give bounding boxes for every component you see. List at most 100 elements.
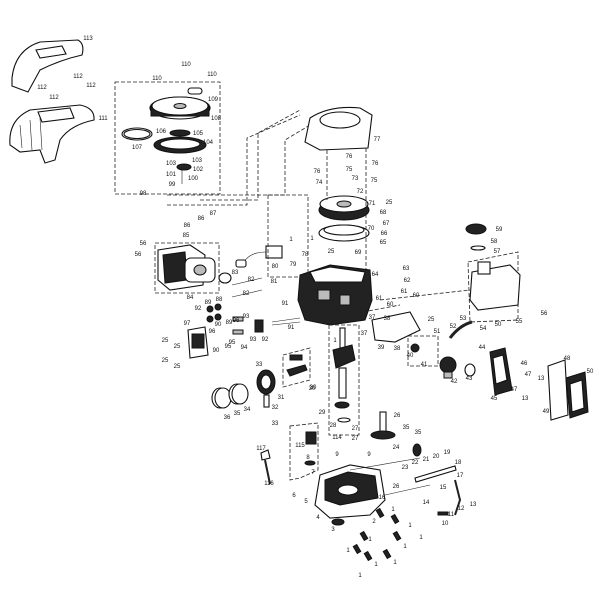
- part-label-55: 55: [516, 319, 523, 325]
- part-label-52: 52: [450, 324, 457, 330]
- part-label-14: 14: [423, 500, 430, 506]
- part-label-30: 30: [310, 385, 317, 391]
- part-label-15: 15: [440, 485, 447, 491]
- part-label-41: 41: [421, 362, 428, 368]
- part-label-19: 19: [444, 450, 451, 456]
- part-label-105: 105: [193, 131, 204, 137]
- governor-linkage: [349, 443, 462, 516]
- part-label-70: 70: [368, 226, 375, 232]
- part-label-7: 7: [311, 470, 315, 476]
- part-label-46: 46: [521, 361, 528, 367]
- part-label-86: 86: [198, 216, 205, 222]
- part-label-87: 87: [210, 211, 217, 217]
- part-label-112: 112: [49, 95, 59, 101]
- part-label-94: 94: [241, 345, 248, 351]
- part-label-33: 33: [272, 421, 279, 427]
- part-label-21: 21: [423, 457, 430, 463]
- part-label-98: 98: [140, 191, 147, 197]
- part-label-36: 36: [224, 415, 231, 421]
- part-label-1: 1: [408, 523, 412, 529]
- part-label-27: 27: [352, 436, 359, 442]
- part-label-99: 99: [169, 182, 176, 188]
- part-label-1: 1: [289, 237, 293, 243]
- ignition-coil-80: [235, 245, 283, 268]
- connecting-rod-30: [286, 354, 308, 377]
- piston-31: [256, 369, 276, 408]
- rocker-parts: [206, 303, 301, 335]
- part-label-112: 112: [73, 74, 83, 80]
- fuel-line-52: [448, 320, 473, 339]
- part-label-26: 26: [393, 484, 400, 490]
- part-label-13: 13: [522, 396, 529, 402]
- part-label-69: 69: [355, 250, 362, 256]
- part-label-33: 33: [256, 362, 263, 368]
- air-filter-48: [547, 359, 569, 421]
- part-label-109: 109: [208, 97, 219, 103]
- part-label-25: 25: [174, 364, 181, 370]
- part-label-60: 60: [413, 293, 420, 299]
- part-label-78: 78: [302, 252, 309, 258]
- part-label-18: 18: [455, 460, 462, 466]
- part-label-1: 1: [374, 562, 378, 568]
- governor-parts: [304, 431, 317, 466]
- part-label-103: 103: [166, 161, 177, 167]
- part-label-17: 17: [457, 473, 464, 479]
- part-label-9: 9: [367, 452, 371, 458]
- part-label-77: 77: [374, 137, 381, 143]
- part-label-16: 16: [379, 495, 386, 501]
- valve-cover-97: [187, 326, 209, 359]
- part-label-47: 47: [525, 372, 532, 378]
- part-label-97: 97: [184, 321, 191, 327]
- crankshaft: [332, 327, 356, 423]
- carburetor-42: [410, 343, 457, 379]
- part-label-116: 116: [264, 481, 274, 487]
- bolts-82: [231, 277, 263, 298]
- part-label-54: 54: [480, 326, 487, 332]
- part-label-30: 30: [309, 386, 316, 392]
- part-label-38: 38: [394, 346, 401, 352]
- part-label-35: 35: [415, 430, 422, 436]
- part-label-59: 59: [496, 227, 503, 233]
- part-label-56: 56: [140, 241, 147, 247]
- part-label-63: 63: [403, 266, 410, 272]
- part-label-64: 64: [372, 272, 379, 278]
- part-label-83: 83: [232, 270, 239, 276]
- part-label-4: 4: [316, 515, 320, 521]
- part-label-100: 100: [188, 176, 199, 182]
- part-label-117: 117: [256, 446, 266, 452]
- part-label-91: 91: [288, 325, 295, 331]
- part-label-42: 42: [451, 379, 458, 385]
- part-label-1: 1: [358, 573, 362, 579]
- part-label-111: 111: [98, 116, 108, 122]
- bracket-39: [371, 311, 421, 343]
- part-label-61: 61: [376, 296, 383, 302]
- part-label-50: 50: [587, 369, 594, 375]
- assembly-lines: [167, 109, 311, 206]
- part-label-45: 45: [491, 396, 498, 402]
- gasket-83: [218, 272, 232, 284]
- top-cover-113: [11, 39, 84, 93]
- engine-shroud-111: [9, 104, 95, 164]
- part-label-29: 29: [319, 410, 326, 416]
- part-label-112: 112: [37, 85, 47, 91]
- part-label-44: 44: [479, 345, 486, 351]
- part-label-25: 25: [174, 344, 181, 350]
- part-label-34: 34: [244, 407, 251, 413]
- dipstick-117: [260, 449, 271, 485]
- part-label-5: 5: [304, 499, 308, 505]
- part-label-25: 25: [386, 200, 393, 206]
- part-label-38: 38: [384, 316, 391, 322]
- part-label-68: 68: [380, 210, 387, 216]
- part-label-90: 90: [215, 322, 222, 328]
- part-label-79: 79: [290, 262, 297, 268]
- head-group-box: [154, 242, 220, 294]
- part-label-93: 93: [250, 337, 257, 343]
- piston-rings: [211, 383, 249, 409]
- part-label-56: 56: [135, 252, 142, 258]
- gasket-43: [464, 363, 476, 377]
- part-label-24: 24: [393, 445, 400, 451]
- part-label-57: 57: [494, 249, 501, 255]
- part-label-110: 110: [181, 62, 191, 68]
